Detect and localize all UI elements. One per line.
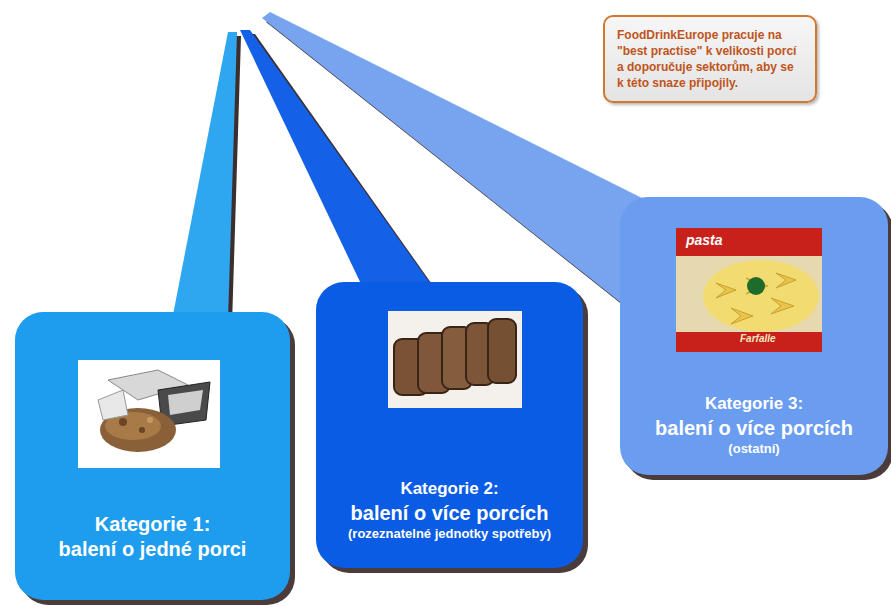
category-heading: Kategorie 2: (400, 478, 498, 499)
category-text: (ostatní) (728, 441, 779, 457)
package-label: pasta (686, 232, 723, 248)
note-text: FoodDrinkEurope pracuje na "best practis… (617, 27, 803, 91)
snack-bar-photo (78, 360, 220, 468)
package-label: Farfalle (740, 333, 776, 344)
category-heading: Kategorie 3: (705, 393, 803, 414)
category-text: balení o více porcích (351, 501, 549, 526)
note-box: FoodDrinkEurope pracuje na "best practis… (603, 15, 817, 103)
category-text: balení o více porcích (655, 416, 853, 441)
beam (262, 12, 650, 302)
bread-photo (388, 311, 522, 408)
category-text: balení o jedné porci (59, 537, 247, 562)
beam (172, 32, 237, 320)
category-heading: Kategorie 1: (95, 512, 211, 537)
category-text: (rozeznatelné jednotky spotřeby) (348, 526, 551, 542)
